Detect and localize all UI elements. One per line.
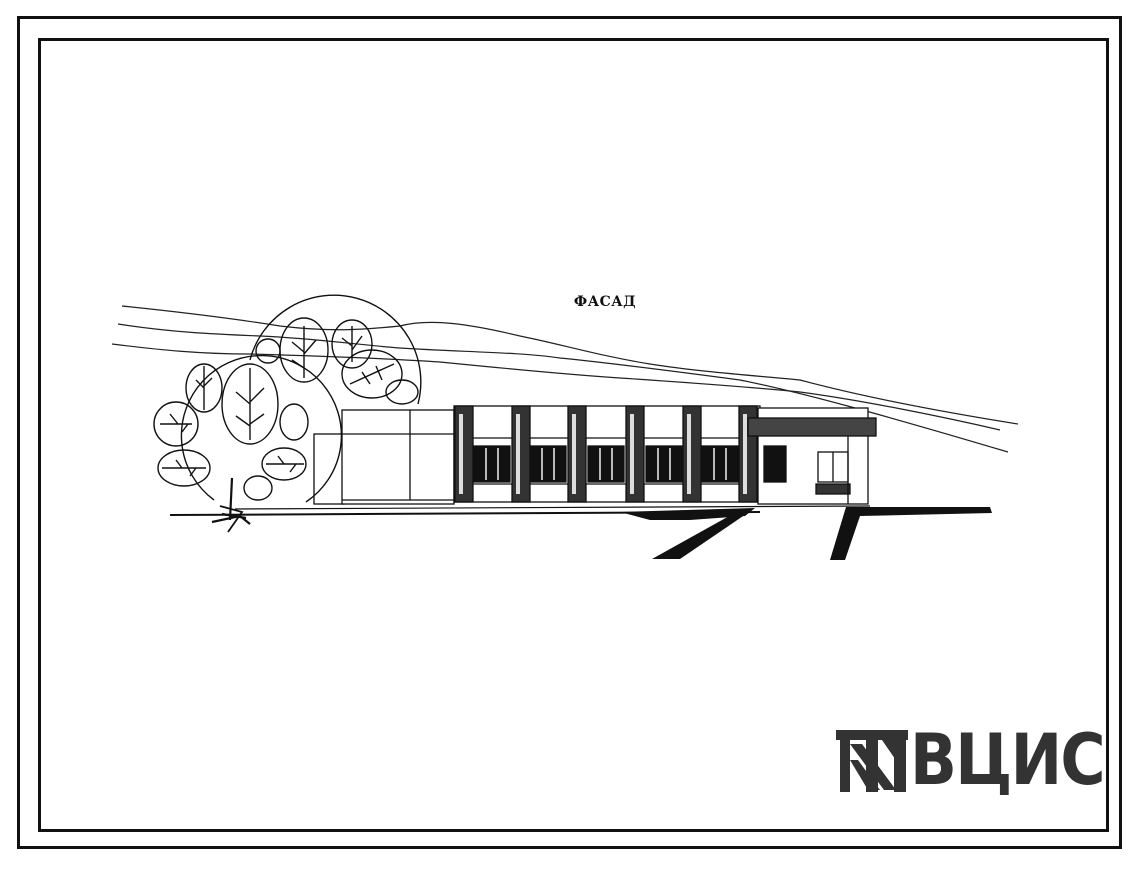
drawing-title: ФАСАД (573, 294, 637, 310)
tree-back (249, 294, 422, 405)
building (313, 405, 877, 505)
outer-frame (17, 16, 1122, 849)
facade-windows (473, 445, 739, 483)
ground-line (169, 505, 992, 560)
tree-front (153, 354, 343, 533)
striped-emblem-icon (836, 730, 908, 792)
logo-wordmark: ВЦИС (910, 719, 1106, 801)
vcis-logo: ВЦИС (836, 720, 1106, 800)
inner-frame (38, 38, 1109, 832)
